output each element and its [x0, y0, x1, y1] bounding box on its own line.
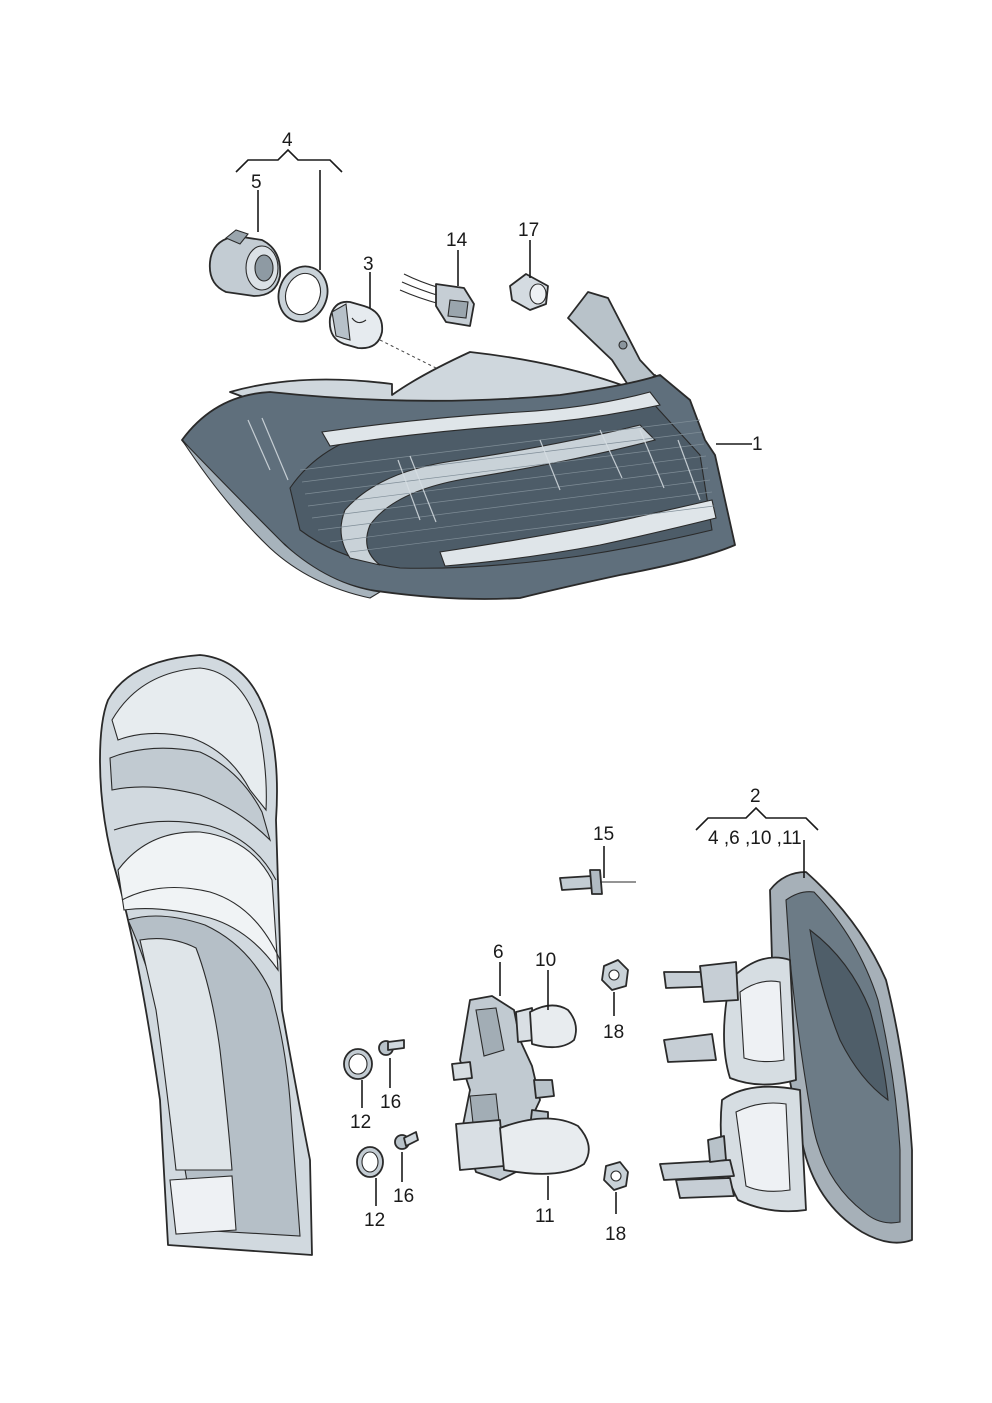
callout-2-subparts: 4 ,6 ,10 ,11 — [708, 828, 802, 849]
callout-12-upper: 12 — [350, 1112, 371, 1133]
callout-3: 3 — [363, 254, 374, 275]
tail-light-outer-assembly — [181, 291, 752, 600]
callout-15: 15 — [593, 824, 614, 845]
nut-18-lower — [603, 1161, 629, 1191]
callout-16-upper: 16 — [380, 1092, 401, 1113]
bulb-11 — [455, 1117, 590, 1175]
bracket-group-2 — [695, 806, 819, 831]
screw-16-lower — [394, 1131, 419, 1150]
lamp-housing-cutaway — [99, 654, 313, 1256]
seal-ring-12-upper — [343, 1048, 373, 1080]
callout-12-lower: 12 — [364, 1210, 385, 1231]
callout-16-lower: 16 — [393, 1186, 414, 1207]
callout-2: 2 — [750, 786, 761, 807]
callout-5: 5 — [251, 172, 262, 193]
rivet-15 — [559, 869, 636, 895]
bulb-holder-5 — [208, 229, 282, 297]
bulb-10 — [515, 1004, 577, 1049]
callout-1: 1 — [752, 434, 763, 455]
nut-18-upper — [601, 959, 629, 991]
screw-16-upper — [378, 1039, 405, 1056]
inner-tail-light-2 — [659, 871, 913, 1244]
callout-18-lower: 18 — [605, 1224, 626, 1245]
small-bulb-17 — [509, 273, 549, 311]
callout-10: 10 — [535, 950, 556, 971]
callout-11: 11 — [535, 1206, 555, 1227]
bracket-group-4 — [235, 148, 343, 173]
callout-18-upper: 18 — [603, 1022, 624, 1043]
bulb-3 — [328, 300, 437, 369]
callout-14: 14 — [446, 230, 468, 251]
seal-ring-12-lower — [356, 1146, 384, 1178]
callout-4-top: 4 — [282, 130, 293, 151]
wiring-connector-14 — [399, 273, 475, 327]
callout-17: 17 — [518, 220, 539, 241]
callout-6: 6 — [493, 942, 504, 963]
seal-ring-4 — [277, 265, 329, 323]
